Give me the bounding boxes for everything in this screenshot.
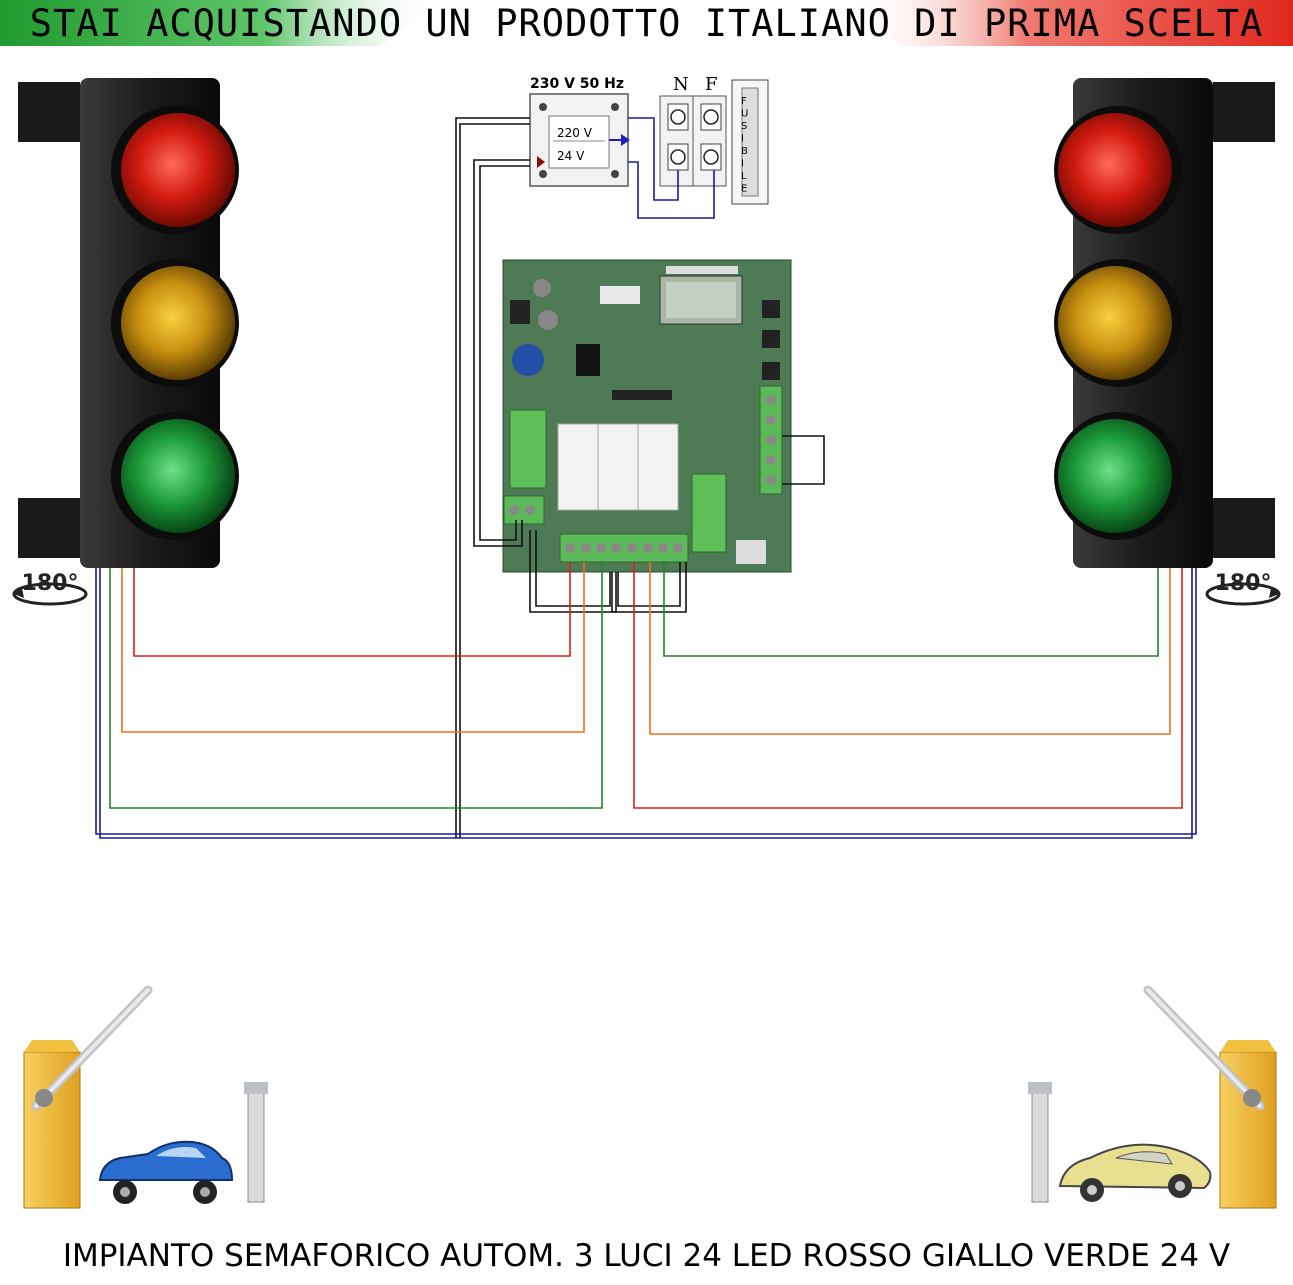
transformer-primary: 220 V	[557, 126, 593, 140]
left-photocell-post	[244, 1082, 268, 1203]
left-barrier	[23, 985, 153, 1209]
terminal-f-label: F	[705, 74, 718, 95]
right-bracket-top	[1213, 82, 1275, 142]
right-rotation-label: 180°	[1215, 571, 1272, 596]
board-fuse-right	[691, 473, 727, 553]
right-rotation-icon: 180°	[1205, 571, 1281, 606]
control-board	[502, 259, 792, 573]
right-green-lens	[1058, 419, 1172, 533]
board-terminal-outputs	[559, 533, 689, 563]
left-red-lens	[121, 113, 235, 227]
left-rotation-icon: 180°	[12, 571, 88, 606]
fuse-letter: F	[741, 96, 747, 107]
fuse-letter: I	[741, 159, 744, 170]
transformer-title: 230 V 50 Hz	[530, 76, 624, 92]
fuse-letter: L	[741, 171, 747, 182]
fuse-letter: B	[741, 146, 748, 157]
footer-caption: IMPIANTO SEMAFORICO AUTOM. 3 LUCI 24 LED…	[62, 1238, 1231, 1274]
board-capacitor	[512, 344, 544, 376]
right-car	[1058, 1143, 1212, 1202]
left-yellow-lens	[121, 266, 235, 380]
wiring	[95, 117, 1197, 839]
right-red-lens	[1058, 113, 1172, 227]
banner-background	[0, 0, 1293, 46]
fuse-letter: S	[741, 121, 747, 132]
left-green-lens	[121, 419, 235, 533]
fuse-letter: U	[741, 109, 748, 120]
board-relays	[557, 423, 679, 511]
transformer: 230 V 50 Hz 220 V 24 V	[529, 76, 630, 187]
fuse-letter: E	[741, 184, 747, 195]
left-traffic-light	[18, 78, 239, 568]
board-fuse-left	[509, 409, 547, 489]
fuse-letter: I	[741, 134, 744, 145]
left-bracket-top	[18, 82, 80, 142]
right-yellow-lens	[1058, 266, 1172, 380]
right-traffic-light	[1054, 78, 1275, 568]
right-bracket-bottom	[1213, 498, 1275, 558]
transformer-secondary: 24 V	[557, 149, 585, 163]
right-photocell-post	[1028, 1082, 1052, 1203]
left-car	[98, 1140, 234, 1204]
terminal-n-label: N	[673, 74, 689, 95]
banner-title: STAI ACQUISTANDO UN PRODOTTO ITALIANO DI…	[29, 2, 1264, 45]
banner: STAI ACQUISTANDO UN PRODOTTO ITALIANO DI…	[0, 0, 1293, 46]
left-bracket-bottom	[18, 498, 80, 558]
right-barrier	[1143, 985, 1277, 1209]
left-rotation-label: 180°	[22, 571, 79, 596]
